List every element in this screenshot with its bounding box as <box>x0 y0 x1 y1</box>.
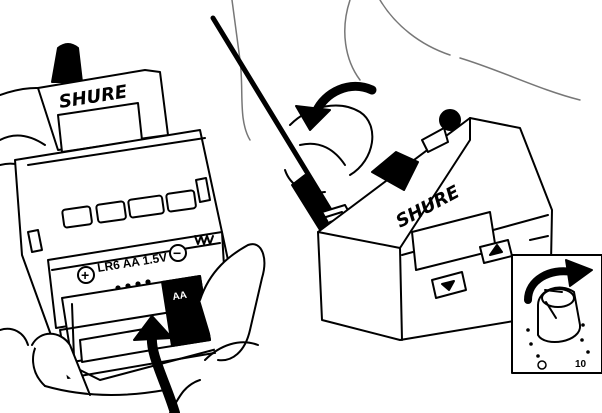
minus-symbol: − <box>173 245 181 261</box>
receiver-button-2 <box>96 201 126 223</box>
antenna-nub <box>52 44 82 82</box>
receiver-button-4 <box>166 190 196 212</box>
battery-aa-label: AA <box>172 290 188 303</box>
receiver-button-1 <box>62 206 92 228</box>
plus-symbol: + <box>81 267 89 283</box>
knob-inset <box>512 255 602 373</box>
transmitter-jack <box>440 110 460 130</box>
knob-max-label: 10 <box>575 359 587 370</box>
receiver-button-3 <box>128 195 164 218</box>
